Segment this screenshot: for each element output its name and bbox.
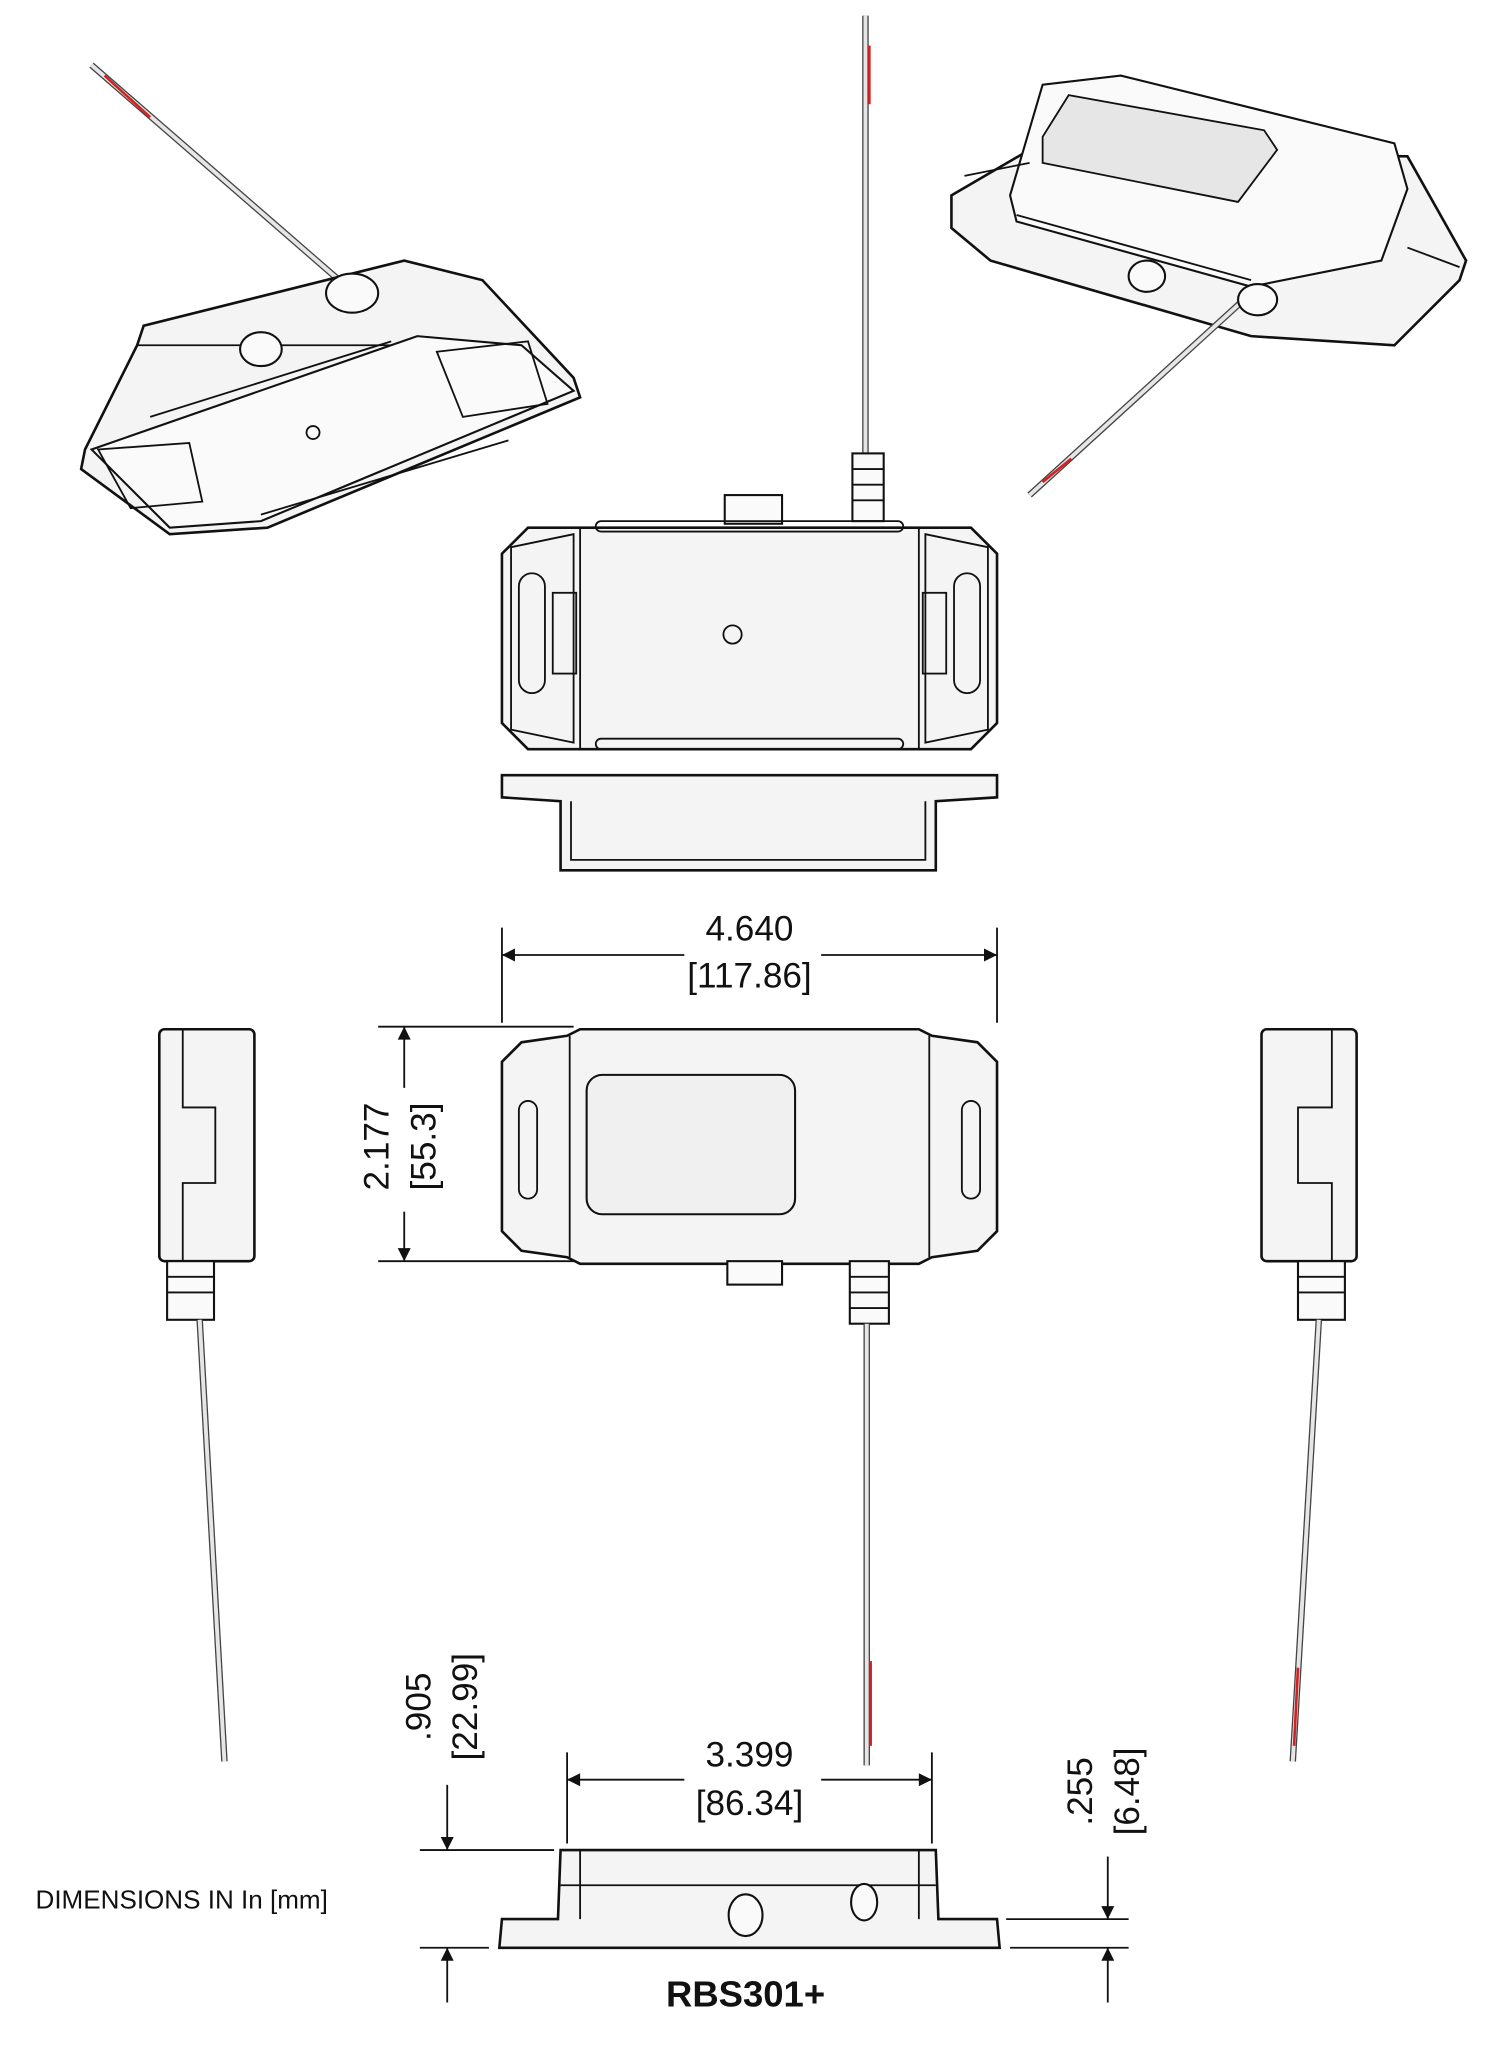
right-end-view	[1260, 1027, 1358, 1762]
dimension-length: 4.640 [117.86]	[501, 910, 998, 1023]
cable-top	[851, 15, 885, 523]
dimension-width: 2.177 [55.3]	[358, 1025, 574, 1263]
dimension-height-mm: [22.99]	[446, 1653, 485, 1761]
dimension-body-length: 3.399 [86.34]	[566, 1736, 933, 1844]
dimension-length-mm: [117.86]	[687, 957, 811, 996]
side-view	[500, 773, 999, 872]
dimension-body-length-mm: [86.34]	[696, 1784, 804, 1823]
front-view	[497, 1848, 1002, 1950]
units-note: DIMENSIONS IN In [mm]	[36, 1885, 328, 1915]
dimension-height-in: .905	[399, 1673, 438, 1741]
top-view	[500, 1027, 999, 1766]
isometric-view-bottom	[79, 62, 582, 536]
bottom-view	[500, 494, 999, 751]
dimension-body-length-in: 3.399	[705, 1736, 793, 1775]
dimension-height: .905 [22.99]	[399, 1653, 555, 2003]
dimension-flange-height-in: .255	[1061, 1757, 1100, 1825]
dimension-width-mm: [55.3]	[404, 1103, 443, 1191]
isometric-view-top	[950, 74, 1468, 498]
dimension-flange-height-mm: [6.48]	[1108, 1747, 1147, 1835]
left-end-view	[157, 1027, 256, 1762]
dimension-length-in: 4.640	[705, 910, 793, 949]
dimension-width-in: 2.177	[358, 1103, 397, 1191]
dimension-flange-height: .255 [6.48]	[1006, 1747, 1147, 2003]
model-title: RBS301+	[666, 1973, 825, 2014]
